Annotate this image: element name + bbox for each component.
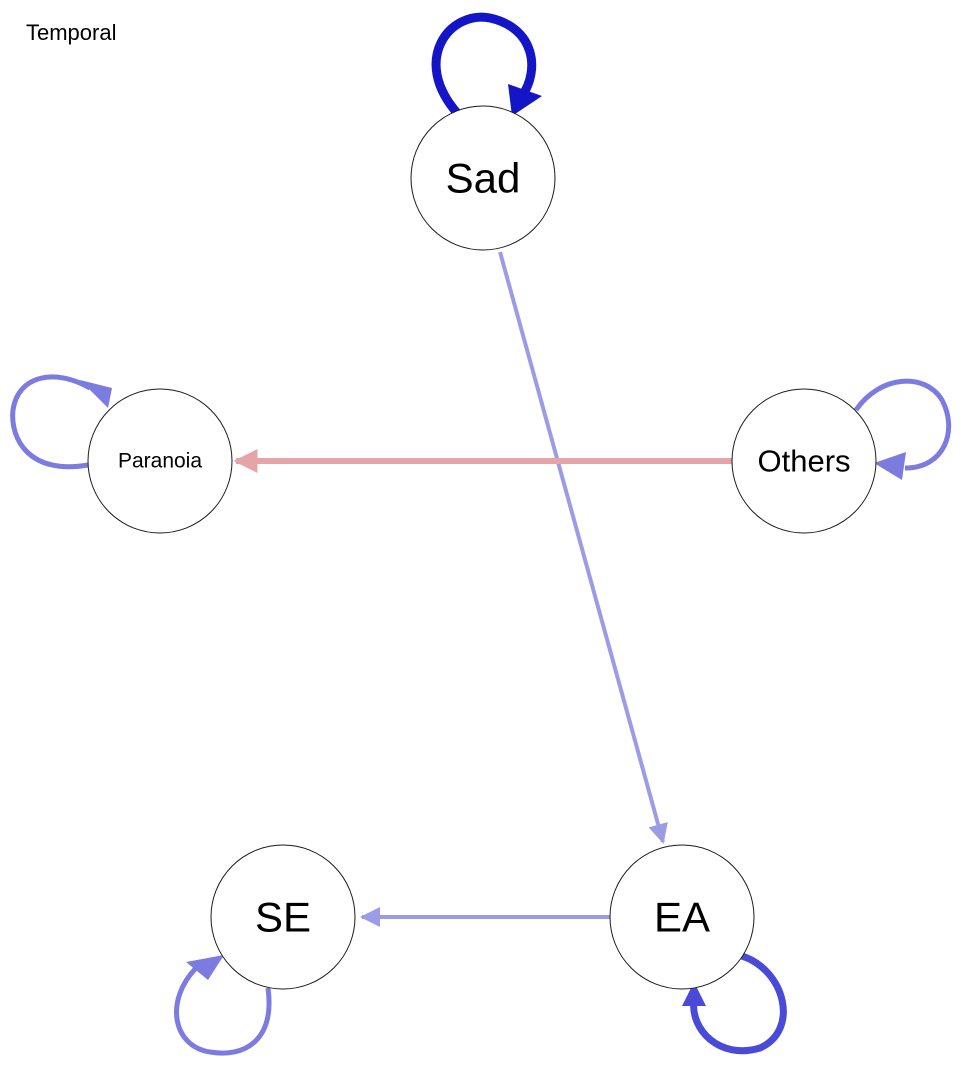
self-loop-se-arrowhead [186,955,224,980]
panel-title: Temporal [26,20,116,45]
node-paranoia: Paranoia [87,388,233,534]
node-ea: EA [609,844,755,990]
node-label-paranoia: Paranoia [118,450,202,473]
self-loop-sad [431,12,537,117]
node-se: SE [210,844,356,990]
self-loop-se [174,966,272,1056]
node-label-others: Others [757,444,850,479]
self-loop-paranoia-arrowhead [80,380,112,408]
self-loop-paranoia [10,374,92,470]
self-loop-others [853,378,952,471]
edge-sad-to-ea [498,251,668,844]
self-loop-sad-arrowhead [508,84,542,116]
node-sad: Sad [410,105,556,251]
self-loop-others-arrowhead [874,452,906,480]
node-others: Others [731,388,877,534]
node-label-ea: EA [654,894,710,941]
node-label-se: SE [255,894,311,941]
node-label-sad: Sad [446,155,521,202]
self-loop-ea [690,952,787,1055]
self-loop-ea-arrowhead [682,982,706,1006]
